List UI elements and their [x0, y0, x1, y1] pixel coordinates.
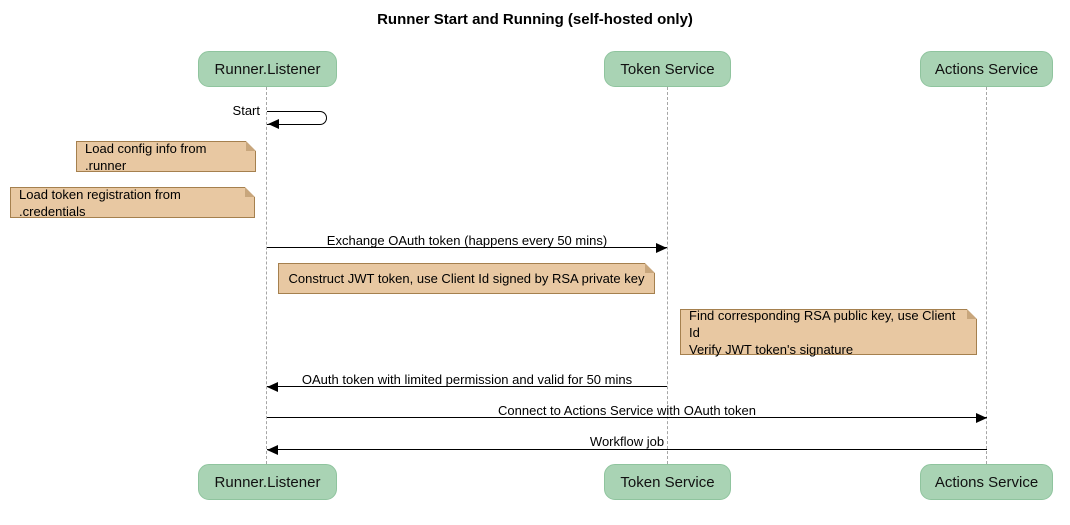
message-oauth-return-line	[267, 386, 667, 387]
message-connect-arrowhead	[976, 413, 987, 423]
message-exchange-oauth-label: Exchange OAuth token (happens every 50 m…	[326, 233, 608, 248]
message-exchange-oauth-arrowhead	[656, 243, 667, 253]
message-start-label: Start	[232, 103, 260, 118]
message-workflow-job-arrowhead	[267, 445, 278, 455]
lifeline-token-service	[667, 87, 668, 464]
lifeline-runner-listener	[266, 87, 267, 464]
message-exchange-oauth-line	[267, 247, 667, 248]
message-workflow-job-label: Workflow job	[589, 434, 665, 449]
diagram-title: Runner Start and Running (self-hosted on…	[377, 11, 693, 28]
message-connect-label: Connect to Actions Service with OAuth to…	[498, 403, 756, 418]
message-start-arrowhead	[268, 119, 279, 129]
message-workflow-job-line	[267, 449, 987, 450]
message-oauth-return-arrowhead	[267, 382, 278, 392]
note-load-config: Load config info from .runner	[76, 141, 256, 173]
participant-token-service-bottom: Token Service	[604, 464, 731, 500]
participant-actions-service-top: Actions Service	[920, 51, 1053, 87]
message-connect-line	[267, 417, 987, 418]
participant-runner-listener-top: Runner.Listener	[198, 51, 337, 87]
participant-actions-service-bottom: Actions Service	[920, 464, 1053, 500]
note-verify-jwt: Find corresponding RSA public key, use C…	[680, 308, 977, 357]
note-load-token-registration: Load token registration from .credential…	[10, 187, 255, 219]
message-start-selfloop-line	[267, 111, 327, 125]
message-oauth-return-label: OAuth token with limited permission and …	[301, 372, 633, 387]
participant-runner-listener-bottom: Runner.Listener	[198, 464, 337, 500]
note-construct-jwt: Construct JWT token, use Client Id signe…	[278, 263, 655, 294]
lifeline-actions-service	[986, 87, 987, 464]
participant-token-service-top: Token Service	[604, 51, 731, 87]
